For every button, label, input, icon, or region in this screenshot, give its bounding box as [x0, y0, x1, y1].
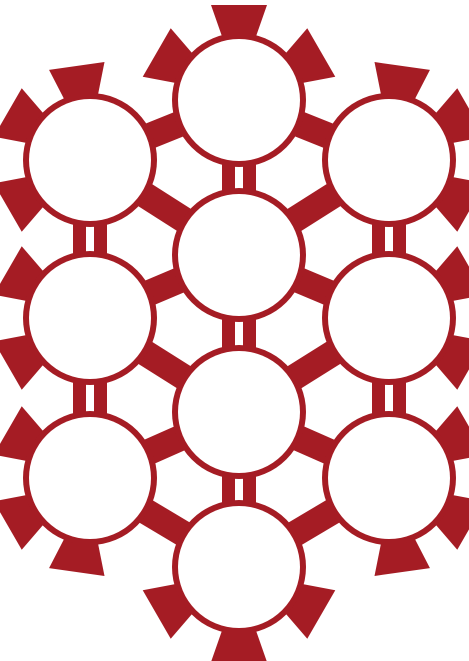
- node-circle: [178, 194, 300, 316]
- node-circle: [328, 257, 450, 379]
- node-circle: [178, 506, 300, 628]
- node-circle: [29, 417, 151, 539]
- node-circle: [29, 257, 151, 379]
- node-circle: [178, 351, 300, 473]
- node-circle: [178, 39, 300, 161]
- node-circle: [328, 99, 450, 221]
- node-circle: [29, 99, 151, 221]
- node-circle: [328, 417, 450, 539]
